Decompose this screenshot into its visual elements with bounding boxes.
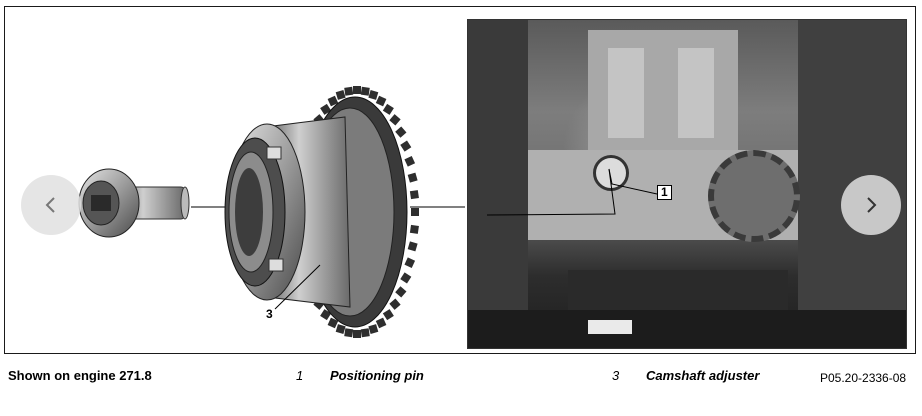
- legend-label-3: Camshaft adjuster: [646, 368, 760, 383]
- figure-frame: 3 1: [4, 6, 916, 354]
- sprocket-tooth: [335, 324, 346, 335]
- sprocket-tooth: [344, 86, 354, 96]
- sprocket-tooth: [382, 103, 394, 115]
- sprocket-tooth: [407, 241, 418, 252]
- central-bolt: [78, 168, 190, 238]
- exploded-illustration: [78, 86, 465, 338]
- figure-caption: Shown on engine 271.8 1 Positioning pin …: [0, 364, 922, 388]
- sprocket-tooth: [375, 317, 387, 329]
- next-image-button[interactable]: [841, 175, 901, 235]
- previous-image-button[interactable]: [21, 175, 81, 235]
- sprocket-tooth: [407, 172, 418, 183]
- sprocket-tooth: [320, 103, 332, 115]
- sprocket-tooth: [395, 126, 407, 138]
- callout-positioning-pin: 1: [657, 185, 672, 200]
- sprocket-tooth: [404, 156, 416, 167]
- sprocket-tooth: [409, 224, 419, 234]
- sprocket-tooth: [335, 89, 346, 100]
- sprocket-tooth: [389, 114, 401, 126]
- sprocket-tooth: [320, 309, 332, 321]
- sprocket-tooth: [409, 190, 419, 200]
- sprocket-tooth: [404, 257, 416, 268]
- sprocket-tooth: [353, 330, 361, 338]
- sprocket-tooth: [395, 286, 407, 298]
- legend-number-1: 1: [296, 368, 304, 383]
- reference-code: P05.20-2336-08: [820, 371, 907, 385]
- chevron-right-icon: [867, 197, 877, 213]
- sprocket-tooth: [360, 328, 370, 338]
- positioning-pin-leader: [486, 168, 658, 216]
- sprocket-tooth: [327, 317, 339, 329]
- sprocket-tooth: [368, 324, 379, 335]
- engine-note: Shown on engine 271.8: [8, 368, 152, 383]
- sprocket-tooth: [375, 95, 387, 107]
- sprocket-tooth: [368, 89, 379, 100]
- sprocket-tooth: [344, 328, 354, 338]
- sprocket-tooth: [389, 298, 401, 310]
- sprocket-tooth: [400, 140, 412, 152]
- chevron-left-icon: [45, 197, 55, 213]
- sprocket-tooth: [400, 272, 412, 284]
- camshaft-adjuster-illustration: [224, 86, 419, 338]
- sprocket-tooth: [353, 86, 361, 94]
- legend-number-3: 3: [612, 368, 620, 383]
- sprocket-tooth: [411, 208, 419, 216]
- legend-label-1: Positioning pin: [330, 368, 424, 383]
- sprocket-tooth: [360, 86, 370, 96]
- sprocket-tooth: [382, 309, 394, 321]
- callout-camshaft-adjuster: 3: [266, 307, 273, 321]
- sprocket-tooth: [327, 95, 339, 107]
